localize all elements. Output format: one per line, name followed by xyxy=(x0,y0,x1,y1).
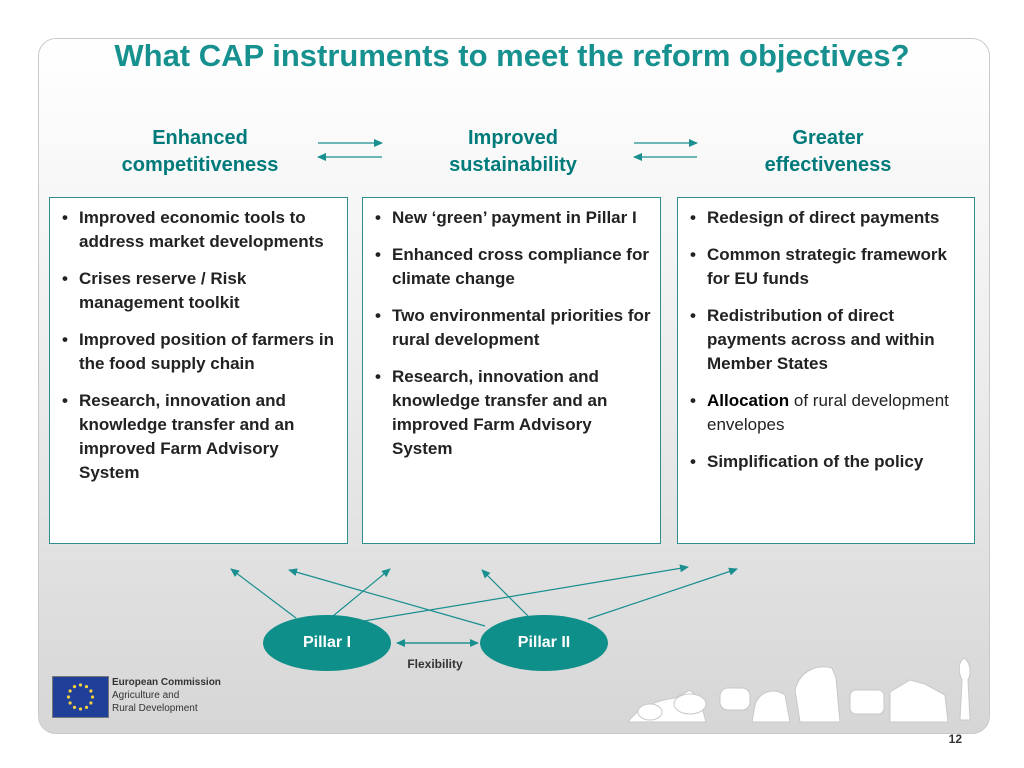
list-item: Improved economic tools to address marke… xyxy=(58,206,339,254)
org-line-3: Rural Development xyxy=(112,703,198,714)
objective-effectiveness: Greater effectiveness xyxy=(713,125,943,179)
objective-line-1: Enhanced xyxy=(152,127,248,149)
list-item: Two environmental priorities for rural d… xyxy=(371,304,652,352)
pillar-2: Pillar II xyxy=(480,615,608,671)
allocation-rest: of rural development envelopes xyxy=(707,391,949,434)
pillar2-to-box3 xyxy=(587,567,738,620)
pillar1-to-box3 xyxy=(351,564,689,624)
objective-line-2: effectiveness xyxy=(764,154,892,176)
instruments-box-sustainability: New ‘green’ payment in Pillar I Enhanced… xyxy=(362,197,661,544)
list-item-allocation: Allocation of rural development envelope… xyxy=(686,389,966,437)
org-line-2: Agriculture and xyxy=(112,690,180,701)
page-number: 12 xyxy=(948,732,962,746)
instruments-box-effectiveness: Redesign of direct payments Common strat… xyxy=(677,197,975,544)
list-item: Research, innovation and knowledge trans… xyxy=(58,389,339,485)
list-item: Crises reserve / Risk management toolkit xyxy=(58,267,339,315)
objective-line-2: competitiveness xyxy=(121,154,279,176)
instruments-box-competitiveness: Improved economic tools to address marke… xyxy=(49,197,348,544)
objective-competitiveness: Enhanced competitiveness xyxy=(85,125,315,179)
list-item: New ‘green’ payment in Pillar I xyxy=(371,206,652,230)
list-item: Simplification of the policy xyxy=(686,450,966,474)
pillar1-to-box2 xyxy=(332,568,391,617)
org-line-1: European Commission xyxy=(112,677,221,688)
objective-sustainability: Improved sustainability xyxy=(398,125,628,179)
farm-animals-silhouette xyxy=(627,657,971,723)
list-item: Redesign of direct payments xyxy=(686,206,966,230)
list-item: Research, innovation and knowledge trans… xyxy=(371,365,652,461)
pillar1-to-box1 xyxy=(230,568,297,619)
organization-name: European Commission Agriculture and Rura… xyxy=(112,676,221,715)
flexibility-label: Flexibility xyxy=(407,657,463,671)
list-item: Common strategic framework for EU funds xyxy=(686,243,966,291)
objective-line-1: Greater xyxy=(792,127,864,149)
objective-line-1: Improved xyxy=(467,127,559,149)
pillar-1: Pillar I xyxy=(263,615,391,671)
list-item: Improved position of farmers in the food… xyxy=(58,328,339,376)
list-item: Redistribution of direct payments across… xyxy=(686,304,966,376)
pillar2-to-box1 xyxy=(288,568,486,627)
objective-line-2: sustainability xyxy=(449,154,577,176)
eu-flag-icon xyxy=(52,676,109,718)
list-item: Enhanced cross compliance for climate ch… xyxy=(371,243,652,291)
allocation-emphasis: Allocation xyxy=(707,391,790,410)
pillar2-to-box2 xyxy=(481,569,529,617)
slide-title: What CAP instruments to meet the reform … xyxy=(114,38,910,73)
